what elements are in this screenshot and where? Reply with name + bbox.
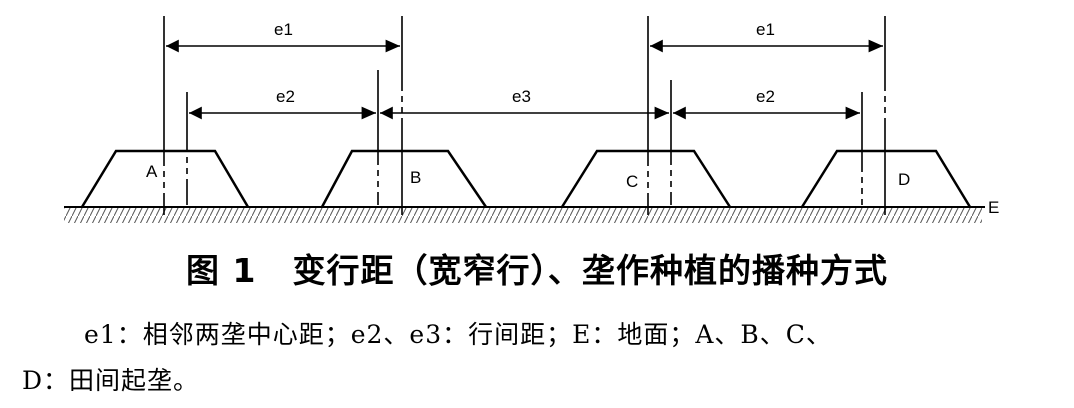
legend-line-1: e1：相邻两垄中心距；e2、e3：行间距；E：地面；A、B、C、 (84, 320, 832, 349)
figure-number: 图 1 (186, 251, 257, 290)
label-e1-left: e1 (274, 20, 293, 39)
label-e2-left: e2 (276, 87, 295, 106)
label-e1-right: e1 (756, 20, 775, 39)
figure-legend: e1：相邻两垄中心距；e2、e3：行间距；E：地面；A、B、C、 D：田间起垄。 (22, 312, 1062, 404)
label-ridge-a: A (146, 162, 158, 181)
label-e2-right: e2 (756, 87, 775, 106)
ridge-c (560, 149, 732, 208)
label-ridge-b: B (410, 168, 421, 187)
ridge-a (80, 149, 250, 208)
legend-line-2: D：田间起垄。 (22, 366, 200, 395)
figure-caption: 图 1 变行距（宽窄行）、垄作种植的播种方式 (0, 242, 1074, 300)
label-ridge-d: D (898, 170, 910, 189)
label-e3: e3 (512, 87, 531, 106)
label-ridge-c: C (626, 172, 638, 191)
ground-hatching (64, 207, 982, 223)
ridge-planting-diagram: e1 e1 e2 e3 e2 A B C D E (64, 16, 999, 223)
figure-title: 变行距（宽窄行）、垄作种植的播种方式 (292, 251, 888, 290)
ridge-b (320, 149, 488, 208)
ridge-d (800, 149, 972, 208)
label-ground: E (988, 198, 999, 217)
